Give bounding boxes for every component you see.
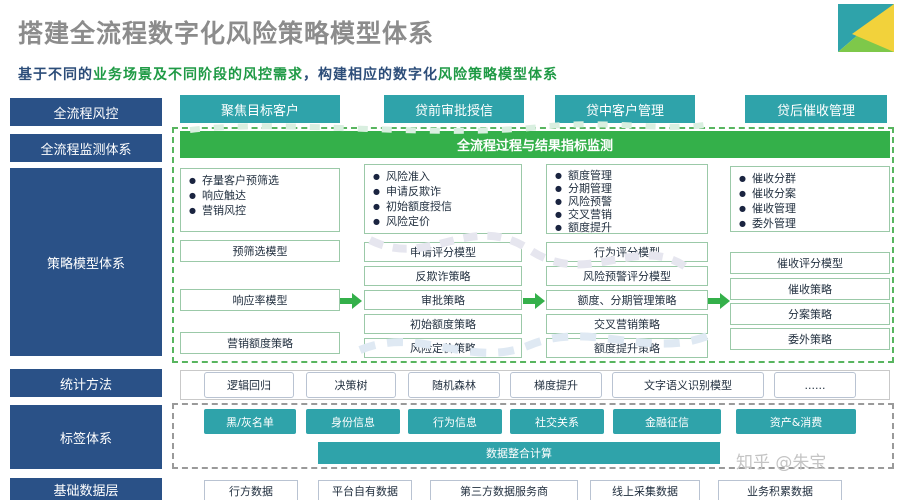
tag-dashed-frame [172,403,894,469]
stage-header-pre-loan: 贷前审批授信 [384,95,524,123]
right-arrow-icon [708,293,730,309]
label-strategy-model-system: 策略模型体系 [10,168,162,356]
list-item: 风险定价 [373,215,515,230]
list-item: 交叉营销 [555,209,701,222]
tag-item: 金融征信 [613,409,721,434]
list-item: 催收管理 [739,202,883,217]
base-data-item: 行方数据 [204,480,298,500]
stage-3-model: 额度、分期管理策略 [546,290,708,310]
tag-item: 社交关系 [510,409,604,434]
label-tag-system: 标签体系 [10,405,162,469]
list-item: 申请反欺诈 [373,185,515,200]
stage-2-model: 审批策略 [364,290,522,310]
stage-3-bullets: 额度管理 分期管理 风险预警 交叉营销 额度提升 [546,164,708,234]
base-data-item: 平台自有数据 [318,480,412,500]
list-item: 催收分群 [739,172,883,187]
page-subtitle: 基于不同的业务场景及不同阶段的风控需求，构建相应的数字化风险策略模型体系 [18,64,558,84]
stage-1-model: 预筛选模型 [180,240,340,262]
stage-header-post-loan: 贷后催收管理 [745,95,887,123]
watermark: 知乎 @朱宝 [736,453,827,473]
right-arrow-icon [523,293,545,309]
stage-4-model: 委外策略 [730,328,890,350]
base-data-item: 业务积累数据 [718,480,842,500]
subtitle-part-1: 基于不同的 [18,67,93,83]
statistics-frame [180,370,890,400]
stage-1-model: 营销额度策略 [180,332,340,354]
base-data-item: 第三方数据服务商 [430,480,578,500]
stat-method: ...... [774,372,856,398]
page-title: 搭建全流程数字化风险策略模型体系 [18,19,435,48]
stage-1-bullets: 存量客户预筛选 响应触达 营销风控 [180,168,340,232]
stage-3-model: 风险预警评分模型 [546,266,708,286]
label-monitoring-system: 全流程监测体系 [10,134,162,162]
list-item: 分期管理 [555,183,701,196]
tag-item: 黑/灰名单 [204,409,296,434]
subtitle-highlight-1: 业务场景及不同阶段的风控需求 [93,67,303,83]
list-item: 额度管理 [555,170,701,183]
stage-2-model: 初始额度策略 [364,314,522,334]
list-item: 额度提升 [555,222,701,235]
tag-item: 身份信息 [306,409,400,434]
stage-1-model: 响应率模型 [180,289,340,311]
subtitle-highlight-2: 风险策略模型体系 [438,67,558,83]
stat-method: 梯度提升 [510,372,602,398]
data-integration-bar: 数据整合计算 [318,442,720,464]
stat-method: 文字语义识别模型 [612,372,764,398]
right-arrow-icon [340,293,362,309]
list-item: 营销风控 [189,204,333,219]
list-item: 风险准入 [373,170,515,185]
stage-header-in-loan: 贷中客户管理 [555,95,695,123]
list-item: 催收分案 [739,187,883,202]
stage-2-bullets: 风险准入 申请反欺诈 初始额度授信 风险定价 [364,164,522,234]
label-base-data-layer: 基础数据层 [10,478,162,500]
corner-logo-icon [838,4,894,52]
label-statistics-methods: 统计方法 [10,369,162,397]
stage-header-target-customer: 聚焦目标客户 [180,95,340,123]
stage-4-model: 分案策略 [730,303,890,325]
monitor-banner: 全流程过程与结果指标监测 [180,131,890,158]
label-risk-control: 全流程风控 [10,98,162,126]
tag-item: 资产&消费 [736,409,856,434]
scribble-overlay [189,121,712,357]
list-item: 初始额度授信 [373,200,515,215]
stat-method: 随机森林 [408,372,500,398]
stage-3-model: 行为评分模型 [546,242,708,262]
list-item: 风险预警 [555,196,701,209]
stage-4-model: 催收策略 [730,278,890,300]
list-item: 响应触达 [189,189,333,204]
list-item: 委外管理 [739,217,883,232]
tag-item: 行为信息 [408,409,502,434]
stat-method: 逻辑回归 [204,372,294,398]
stage-4-bullets: 催收分群 催收分案 催收管理 委外管理 [730,166,890,232]
list-item: 存量客户预筛选 [189,174,333,189]
stage-4-model: 催收评分模型 [730,252,890,274]
stage-3-model: 交叉营销策略 [546,314,708,334]
base-data-item: 线上采集数据 [590,480,700,500]
stage-2-model: 反欺诈策略 [364,266,522,286]
stat-method: 决策树 [306,372,396,398]
subtitle-part-2: ，构建相应的数字化 [303,67,438,83]
